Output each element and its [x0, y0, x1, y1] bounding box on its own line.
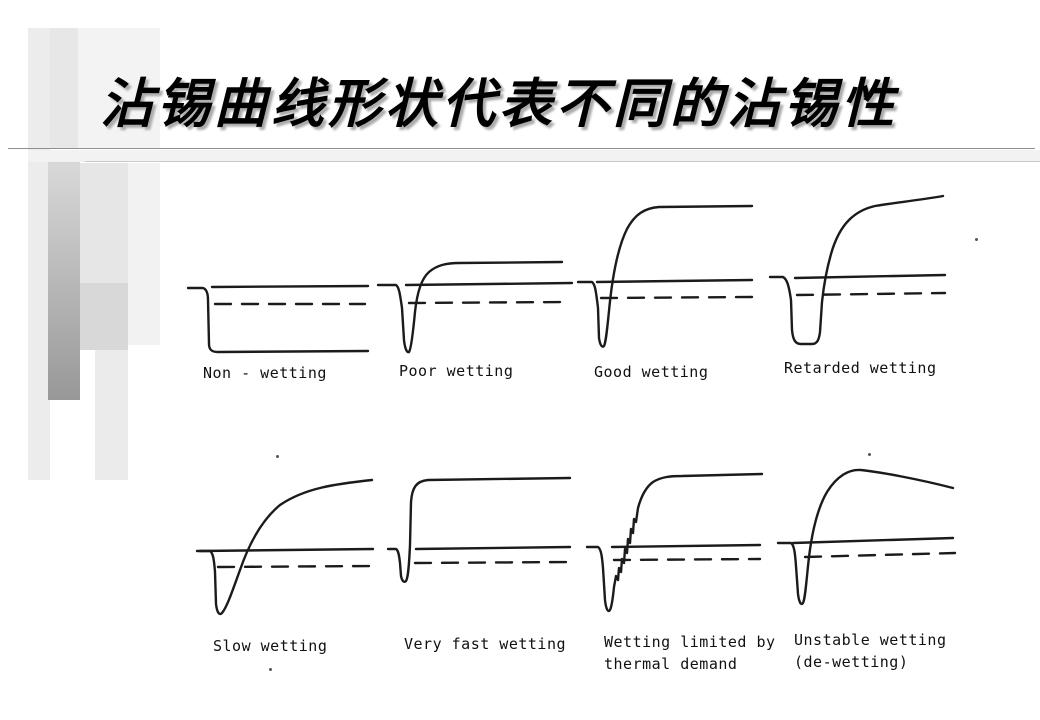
panel-label-good-wetting: Good wetting: [594, 363, 709, 381]
decoration-block: [95, 350, 128, 480]
unstable-wetting-dashed-reference-line: [803, 551, 957, 559]
panel-non-wetting: [186, 284, 370, 354]
panel-retarded-wetting: [768, 194, 947, 346]
panel-label-unstable-wetting: Unstable wetting(de-wetting): [794, 631, 947, 671]
scan-speckle: [276, 455, 279, 458]
panel-wetting-limited-by-thermal-demand: [585, 472, 764, 613]
panel-label-non-wetting: Non - wetting: [203, 364, 327, 382]
panel-very-fast-wetting: [386, 476, 572, 583]
retarded-wetting-dashed-reference-line: [795, 291, 947, 297]
panel-good-wetting: [576, 204, 754, 348]
decoration-block: [78, 28, 160, 149]
panel-poor-wetting: [376, 260, 574, 354]
divider-band: [28, 150, 1040, 162]
scan-speckle: [975, 238, 978, 241]
decoration-bar: [28, 28, 50, 480]
unstable-wetting-curve: [776, 468, 955, 606]
panel-label-very-fast-wetting: Very fast wetting: [404, 635, 567, 653]
retarded-wetting-baseline: [793, 273, 947, 280]
slow-wetting-baseline: [198, 547, 375, 553]
page-title: 沾锡曲线形状代表不同的沾锡性: [100, 76, 898, 134]
very-fast-wetting-baseline: [414, 545, 572, 551]
slow-wetting-curve: [195, 478, 374, 616]
non-wetting-baseline: [210, 284, 370, 289]
panel-label-retarded-wetting: Retarded wetting: [784, 359, 937, 377]
good-wetting-curve: [576, 204, 754, 348]
panel-unstable-wetting: [776, 468, 957, 606]
wetting-limited-by-thermal-demand-baseline: [610, 543, 762, 549]
wetting-limited-by-thermal-demand-curve: [585, 472, 764, 613]
good-wetting-baseline: [595, 278, 754, 284]
poor-wetting-dashed-reference-line: [407, 300, 568, 305]
decoration-block: [48, 28, 78, 149]
scan-speckle: [269, 668, 272, 671]
decoration-gradient-bar: [48, 150, 80, 400]
panel-slow-wetting: [195, 478, 375, 616]
retarded-wetting-curve: [768, 194, 945, 346]
title-divider: [8, 148, 1035, 149]
very-fast-wetting-dashed-reference-line: [413, 560, 572, 565]
poor-wetting-baseline: [404, 281, 574, 287]
decoration-block: [128, 163, 160, 345]
wetting-limited-by-thermal-demand-dashed-reference-line: [612, 557, 762, 562]
divider-line2: [85, 161, 1040, 162]
poor-wetting-curve: [376, 260, 564, 354]
very-fast-wetting-curve: [386, 476, 572, 583]
good-wetting-dashed-reference-line: [599, 295, 754, 300]
panel-label-slow-wetting: Slow wetting: [213, 637, 328, 655]
scan-speckle: [868, 453, 871, 456]
non-wetting-curve: [186, 286, 370, 354]
panel-label-poor-wetting: Poor wetting: [399, 362, 514, 380]
unstable-wetting-baseline: [791, 536, 955, 545]
decoration-block: [80, 283, 128, 350]
